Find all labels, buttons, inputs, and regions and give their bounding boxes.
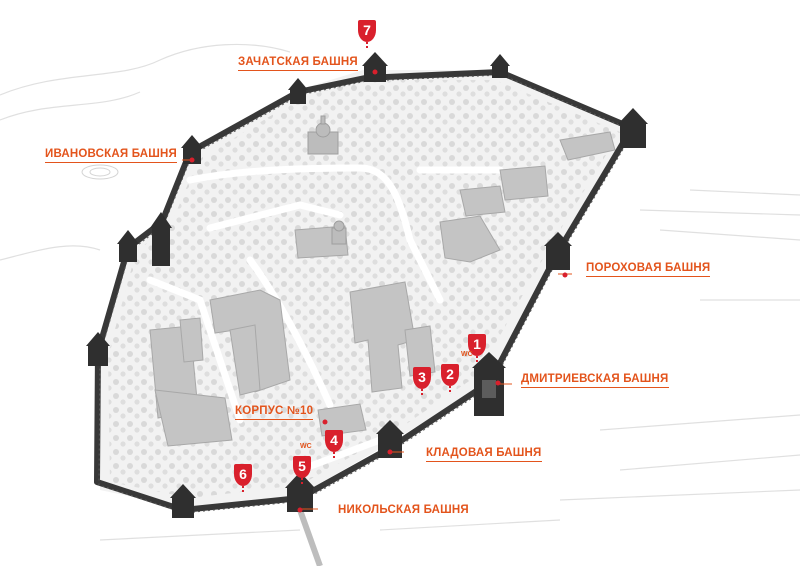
map-pin-icon-3[interactable]: 3 xyxy=(413,367,431,397)
tower-icon-southwest xyxy=(86,332,110,366)
tower-icon-northeast xyxy=(618,108,648,148)
label-kladovaya-tower: КЛАДОВАЯ БАШНЯ xyxy=(426,446,542,462)
marker-number: 1 xyxy=(473,336,481,352)
ring-marker xyxy=(81,164,119,180)
tower-icon-west-gate xyxy=(150,212,172,266)
marker-number: 4 xyxy=(330,432,338,448)
tower-icon-north xyxy=(490,54,510,78)
terrain-lines xyxy=(0,43,800,541)
marker-number: 5 xyxy=(298,458,306,474)
map-pin-icon-6[interactable]: 6 xyxy=(234,464,252,494)
chapel-icon xyxy=(331,220,347,245)
wc-label-1: WC xyxy=(461,351,473,358)
marker-number: 6 xyxy=(239,466,247,482)
map-pin-icon-7[interactable]: 7 xyxy=(358,20,376,50)
inner-roads xyxy=(146,164,504,474)
entrance-road xyxy=(297,508,323,566)
tower-icon-porokhovaya xyxy=(544,232,572,270)
label-zachatskaya-tower: ЗАЧАТСКАЯ БАШНЯ xyxy=(238,55,358,71)
map-pin-icon-1[interactable]: 1 xyxy=(468,334,486,364)
church-icon xyxy=(307,115,339,155)
label-ivanovskaya-tower: ИВАНОВСКАЯ БАШНЯ xyxy=(45,147,177,163)
tower-icon-south xyxy=(170,484,196,518)
tower-icon-northwest xyxy=(288,78,308,104)
map-pin-icon-5[interactable]: 5 xyxy=(293,456,311,486)
map-pin-icon-4[interactable]: 4 xyxy=(325,430,343,460)
marker-number: 3 xyxy=(418,369,426,385)
marker-number: 2 xyxy=(446,366,454,382)
wc-label-5: WC xyxy=(300,443,312,450)
buildings xyxy=(149,131,616,447)
map-pin-icon-2[interactable]: 2 xyxy=(441,364,459,394)
tower-icon-west xyxy=(117,230,139,262)
label-dmitrievskaya-tower: ДМИТРИЕВСКАЯ БАШНЯ xyxy=(521,372,669,388)
label-nikolskaya-tower: НИКОЛЬСКАЯ БАШНЯ xyxy=(338,504,469,516)
tower-dots xyxy=(189,69,568,513)
marker-number: 7 xyxy=(363,22,371,38)
tower-icon-dmitrievskaya xyxy=(472,352,506,416)
tower-icon-zachatskaya xyxy=(362,52,388,82)
tower-icon-nikolskaya xyxy=(285,472,315,512)
label-porokhovaya-tower: ПОРОХОВАЯ БАШНЯ xyxy=(586,261,711,277)
label-korpus-10: КОРПУС №10 xyxy=(235,404,314,420)
